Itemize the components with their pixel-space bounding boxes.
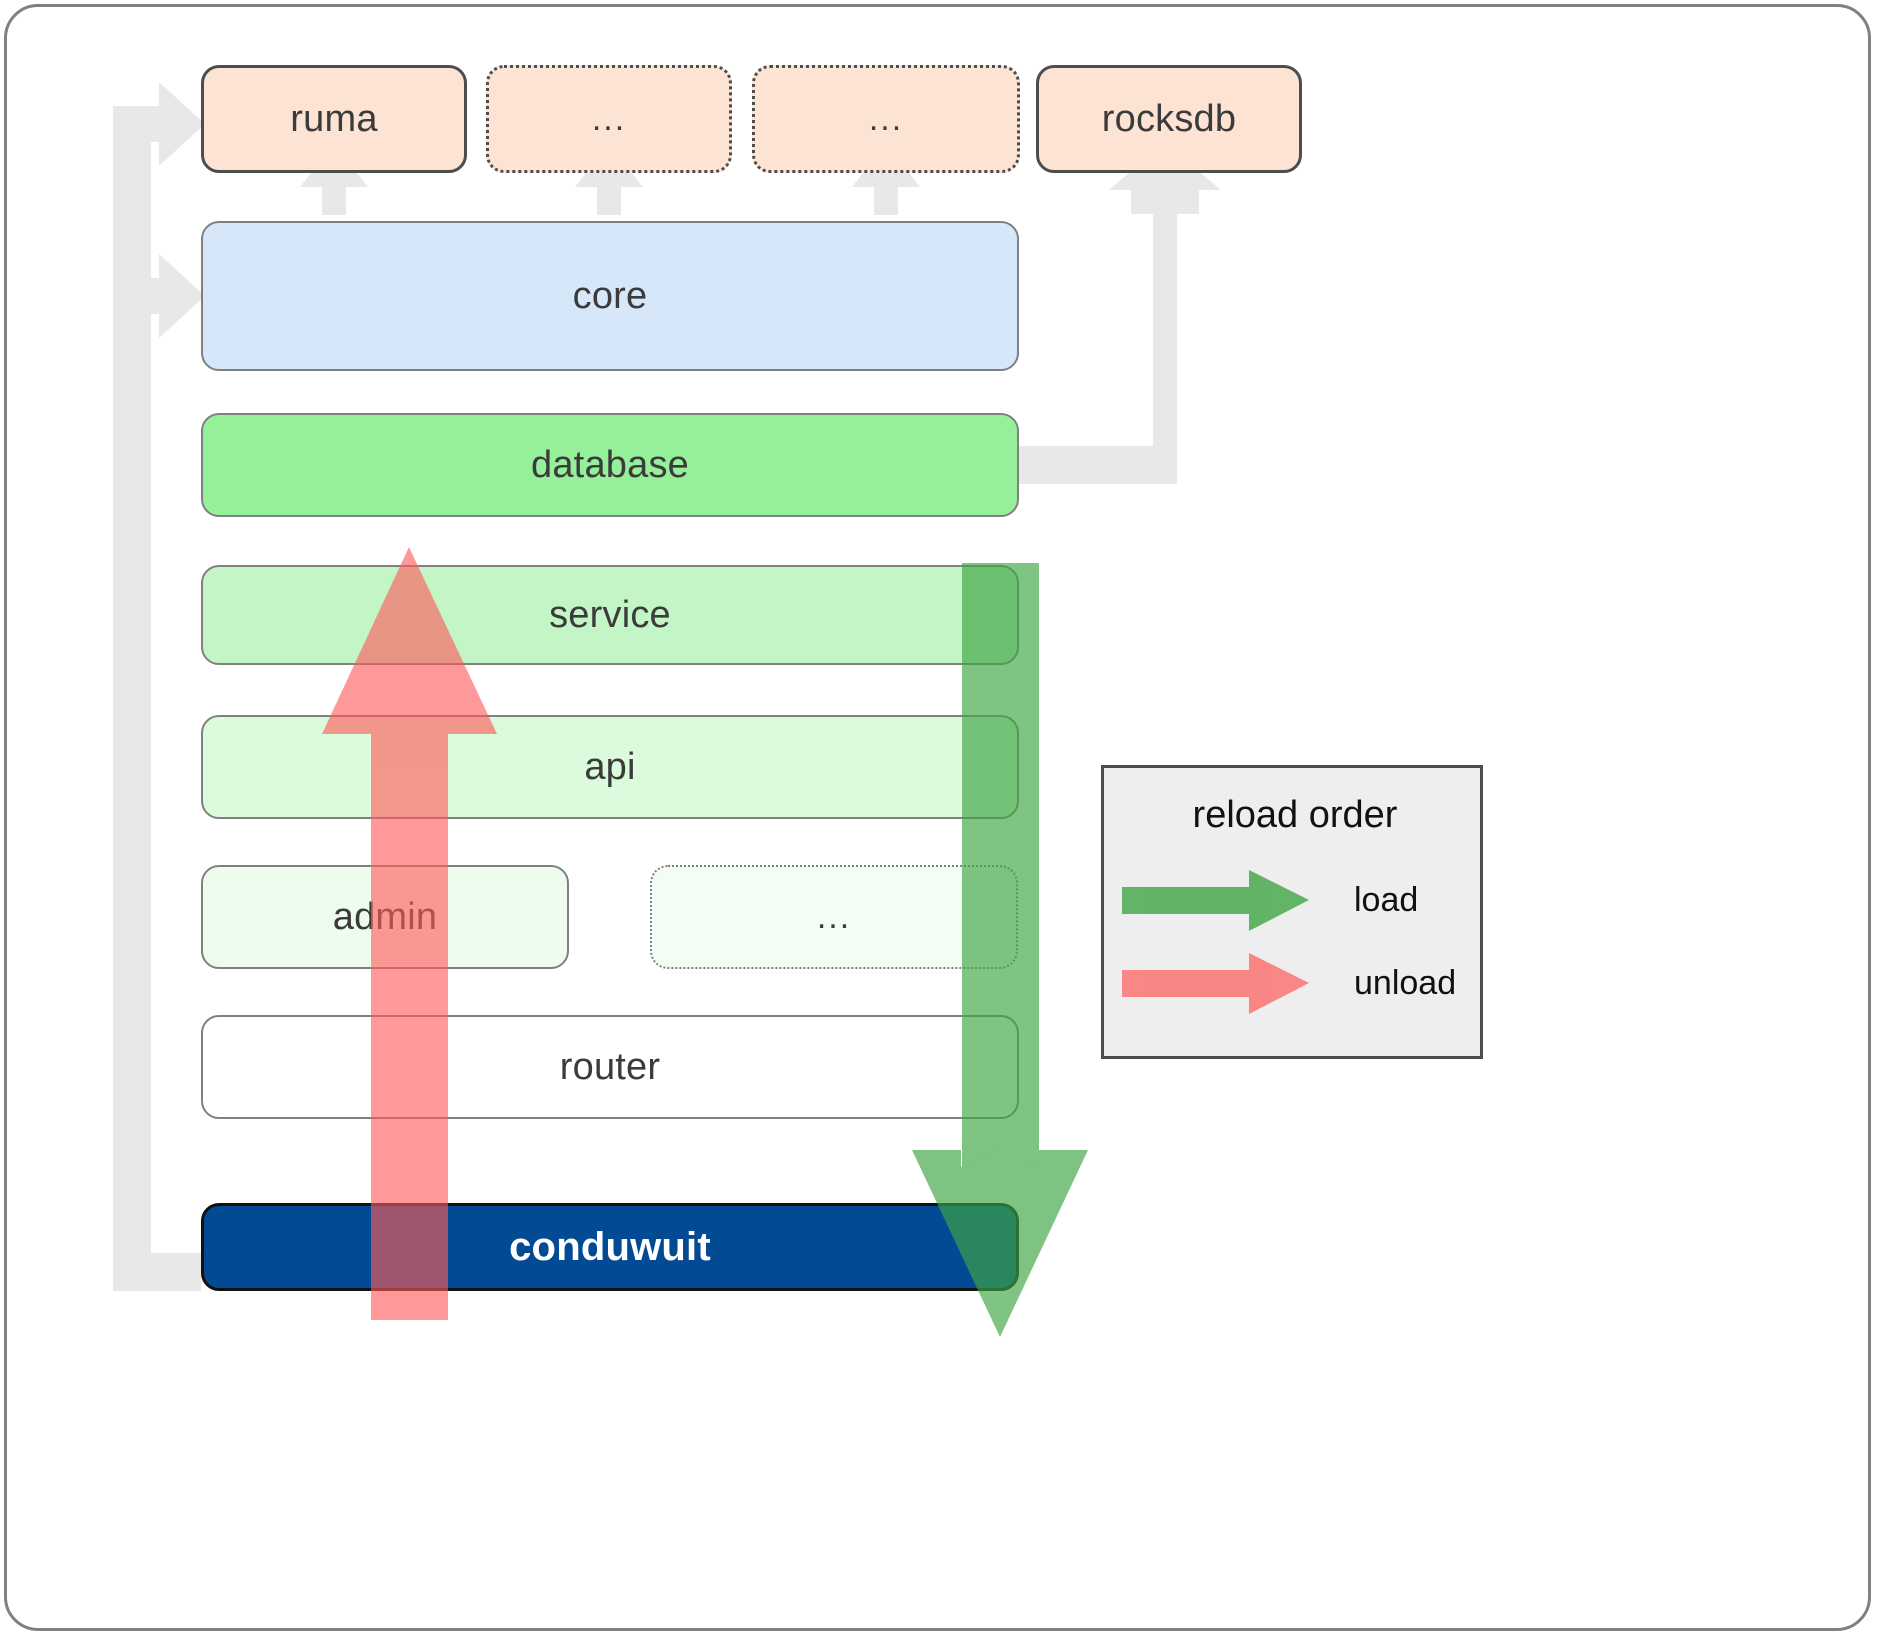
node-core[interactable]: core — [201, 221, 1019, 371]
legend-title: reload order — [1192, 794, 1398, 836]
legend-load-arrow-icon — [1122, 870, 1309, 931]
node-admin-label: admin — [332, 895, 438, 938]
node-dependency-ellipsis-b-label: ... — [868, 99, 904, 138]
node-admin[interactable]: admin — [201, 865, 569, 969]
node-ruma-label: ruma — [290, 97, 378, 140]
node-router[interactable]: router — [201, 1015, 1019, 1119]
legend-label-load: load — [1354, 881, 1419, 919]
node-service[interactable]: service — [201, 565, 1019, 665]
node-database[interactable]: database — [201, 413, 1019, 517]
legend-arrows — [1122, 870, 1309, 1014]
node-service-label: service — [549, 593, 671, 636]
node-database-label: database — [531, 443, 689, 486]
node-conduwuit-label: conduwuit — [509, 1224, 711, 1269]
node-api[interactable]: api — [201, 715, 1019, 819]
node-api-label: api — [584, 745, 636, 788]
node-ruma[interactable]: ruma — [201, 65, 467, 173]
node-rocksdb[interactable]: rocksdb — [1036, 65, 1302, 173]
node-dependency-ellipsis-a[interactable]: ... — [486, 65, 732, 173]
node-core-label: core — [572, 274, 648, 317]
node-dependency-ellipsis-b[interactable]: ... — [752, 65, 1020, 173]
node-conduwuit[interactable]: conduwuit — [201, 1203, 1019, 1291]
node-layer-ellipsis[interactable]: ... — [650, 865, 1018, 969]
node-router-label: router — [559, 1045, 661, 1088]
legend-label-unload: unload — [1354, 964, 1457, 1002]
legend-unload-arrow-icon — [1122, 953, 1309, 1014]
legend-panel: reload order load unload — [1101, 765, 1483, 1059]
node-rocksdb-label: rocksdb — [1101, 97, 1237, 140]
node-dependency-ellipsis-a-label: ... — [591, 99, 627, 138]
node-layer-ellipsis-label: ... — [816, 897, 852, 936]
